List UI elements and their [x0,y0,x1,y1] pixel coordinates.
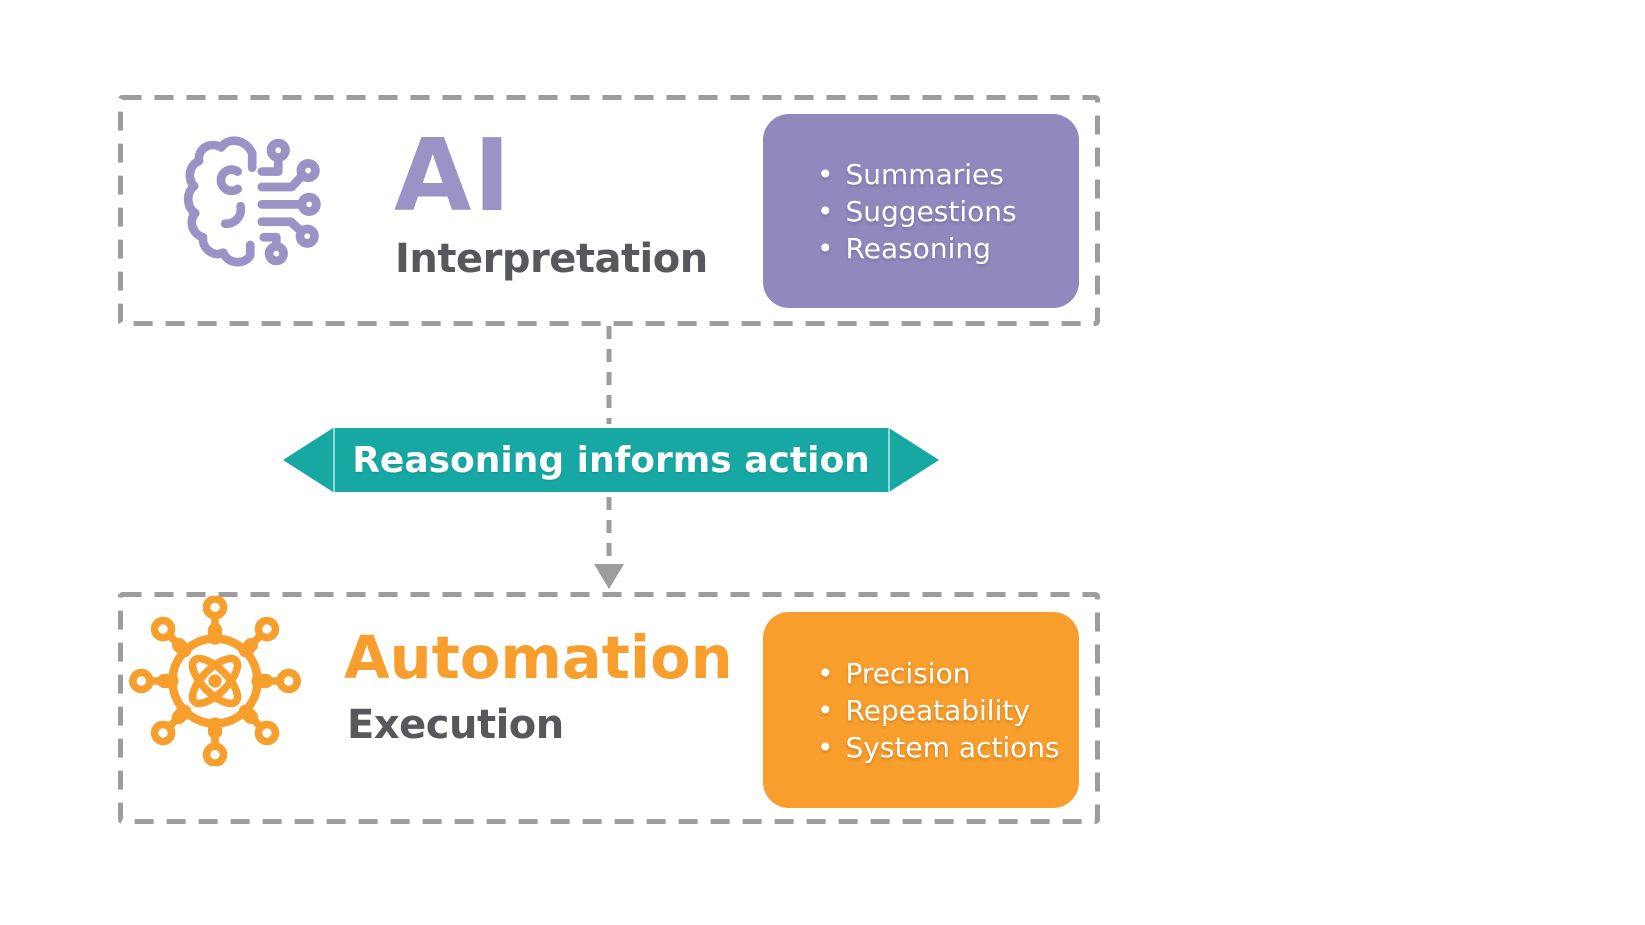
bullet-marker: • [817,157,834,191]
banner-seam [333,428,335,492]
bullet-marker: • [817,194,834,228]
ai-title: AI [394,117,513,234]
list-item: • Repeatability [817,692,1079,729]
gear-atom-icon [129,596,301,766]
list-item: • Suggestions [817,193,1079,230]
reasoning-informs-action-banner: Reasoning informs action [283,428,939,492]
ai-subtitle: Interpretation [395,236,708,282]
bullet-marker: • [817,231,834,265]
bullet-marker: • [817,693,834,727]
flow-arrowhead-icon [594,564,624,589]
list-item: • Summaries [817,156,1079,193]
banner-seam [888,428,890,492]
automation-title: Automation [344,623,733,692]
bullet-marker: • [817,656,834,690]
list-item: • System actions [817,729,1079,766]
circuit-brain-icon [183,136,321,267]
automation-bullet-repeatability: Repeatability [845,693,1030,727]
automation-bullet-system-actions: System actions [845,730,1060,764]
automation-subtitle: Execution [347,702,564,748]
ai-bullet-reasoning: Reasoning [845,231,991,265]
ai-bullet-suggestions: Suggestions [845,194,1017,228]
bullet-marker: • [817,730,834,764]
list-item: • Precision [817,655,1079,692]
automation-bullet-precision: Precision [845,656,971,690]
ai-section-frame [118,95,1100,326]
automation-feature-panel: • Precision • Repeatability • System act… [763,612,1079,808]
list-item: • Reasoning [817,230,1079,267]
automation-section-frame [118,592,1100,824]
ai-bullet-summaries: Summaries [845,157,1004,191]
ai-feature-panel: • Summaries • Suggestions • Reasoning [763,114,1079,308]
banner-label: Reasoning informs action [352,439,870,481]
